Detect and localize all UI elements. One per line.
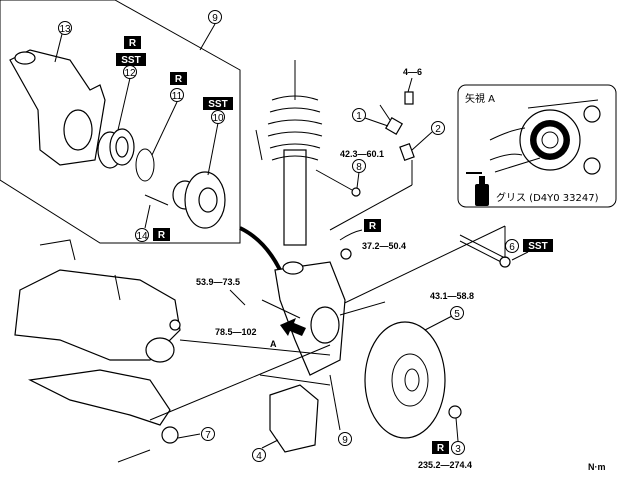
hub-nut-part: [448, 405, 462, 419]
callout-6: 6: [505, 239, 519, 253]
grease-can-icon: [466, 172, 489, 206]
callout-1: 1: [352, 108, 366, 122]
svg-text:13: 13: [59, 24, 71, 35]
callout-4: 4: [252, 448, 266, 462]
brake-caliper-part: [269, 384, 319, 453]
knuckle-installed-part: [274, 261, 346, 376]
svg-text:14: 14: [136, 231, 148, 242]
svg-text:SST: SST: [208, 99, 227, 110]
svg-text:7: 7: [205, 430, 211, 441]
inset-title: 矢視 A: [465, 92, 495, 105]
svg-text:12: 12: [124, 68, 136, 79]
svg-text:R: R: [175, 74, 183, 85]
svg-text:SST: SST: [121, 55, 140, 66]
torque-bolt-43: 43.1—58.8: [430, 291, 474, 301]
leader-9-top: [199, 23, 216, 51]
torque-bolt-78: 78.5—102: [215, 327, 257, 337]
torque-bolt-53: 53.9—73.5: [196, 277, 240, 287]
callout-8: 8: [352, 159, 366, 173]
snap-ring-part: [135, 148, 155, 182]
hub-bolt-part: [144, 194, 169, 206]
callout-5: 5: [450, 306, 464, 320]
torque-tie-rod-nut: 37.2—50.4: [362, 241, 406, 251]
svg-text:5: 5: [454, 309, 460, 320]
view-a-arrow: [280, 318, 306, 336]
svg-text:SST: SST: [528, 241, 547, 252]
svg-text:9: 9: [212, 13, 218, 24]
svg-text:R: R: [437, 443, 445, 454]
subassembly-outline: [0, 0, 241, 244]
svg-text:1: 1: [356, 111, 362, 122]
knuckle-part: [9, 49, 106, 166]
badge-r-14: R: [153, 228, 170, 241]
view-arrow-curve: [239, 226, 282, 271]
callout-9-bottom: 9: [338, 432, 352, 446]
torque-nut-8: 42.3—60.1: [340, 149, 384, 159]
badge-sst-10: SST: [203, 97, 233, 110]
lower-arm-part: [28, 369, 179, 463]
torque-hub-nut: 235.2—274.4: [418, 460, 472, 470]
callout-2: 2: [431, 121, 445, 135]
unit-label: N·m: [588, 462, 606, 472]
callout-13: 13: [58, 21, 72, 35]
badge-r-12: R: [124, 36, 141, 49]
svg-text:R: R: [369, 221, 377, 232]
wheel-hub-part: [172, 171, 226, 229]
badge-sst-12: SST: [116, 53, 146, 66]
callout-12: 12: [123, 65, 137, 79]
tie-rod-end-part: [459, 234, 511, 268]
abs-sensor-part: [379, 91, 415, 162]
view-a-knuckle-drawing: [489, 99, 601, 175]
view-a-label: A: [270, 339, 277, 349]
grease-label: グリス (D4Y0 33247): [496, 191, 599, 204]
svg-text:3: 3: [455, 444, 461, 455]
badge-r-tie-rod: R: [364, 219, 381, 232]
torque-sensor-bolt: 4—6: [403, 67, 422, 77]
tie-rod-nut-part: [340, 248, 352, 260]
wheel-bearing-part: [97, 128, 135, 169]
subframe-part: [14, 239, 181, 363]
callout-14: 14: [135, 228, 149, 242]
svg-text:R: R: [129, 38, 137, 49]
strut-assembly-part: [255, 60, 323, 246]
svg-text:2: 2: [435, 124, 441, 135]
svg-text:11: 11: [172, 91, 183, 102]
callout-10: 10: [211, 110, 225, 124]
callout-7: 7: [201, 427, 215, 441]
view-a-inset: [457, 84, 617, 208]
callout-11: 11: [170, 88, 184, 102]
nut-8-part: [351, 187, 361, 197]
svg-text:4: 4: [256, 451, 262, 462]
svg-text:9: 9: [342, 435, 348, 446]
badge-r-3: R: [432, 441, 449, 454]
badge-sst-6: SST: [523, 239, 553, 252]
svg-text:R: R: [158, 230, 166, 241]
brake-disc-part: [364, 321, 446, 439]
callout-9-top: 9: [208, 10, 222, 24]
svg-text:10: 10: [212, 113, 224, 124]
badge-r-11: R: [170, 72, 187, 85]
svg-text:6: 6: [509, 242, 515, 253]
callout-3: 3: [451, 441, 465, 455]
svg-text:8: 8: [356, 162, 362, 173]
